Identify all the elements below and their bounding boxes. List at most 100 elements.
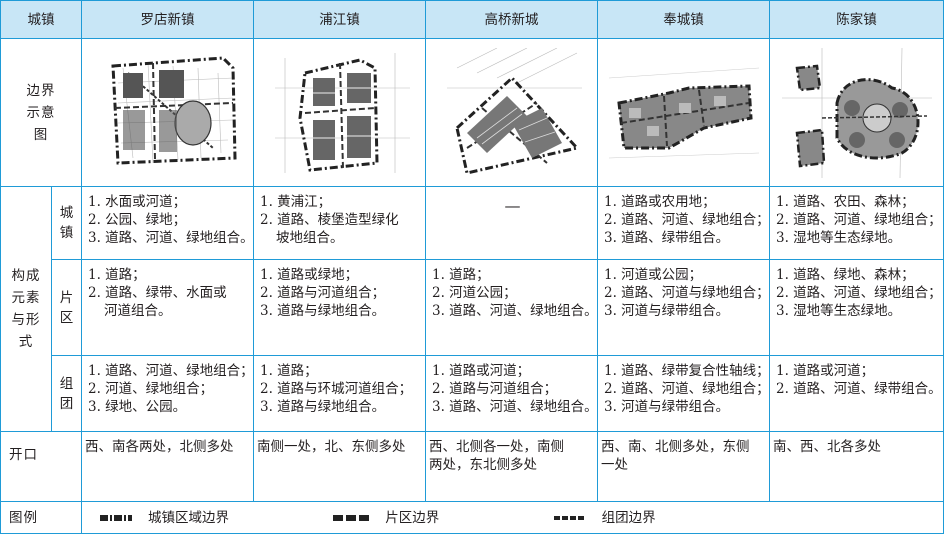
boundary-row-label: 边界示意图 xyxy=(0,38,82,187)
list-item: 西、北侧各一处，南侧 xyxy=(429,439,564,455)
composition-label-text: 构成元素与形式 xyxy=(11,268,41,350)
list-item: 2. 公园、绿地； xyxy=(88,212,187,228)
list-item: 西、南各两处，北侧多处 xyxy=(85,439,234,455)
list-item: 1. 道路； xyxy=(432,267,490,283)
list-item: 1. 道路、河道、绿地组合； xyxy=(88,363,249,379)
district-level-gaoqiao: 1. 道路； 2. 河道公园； 3. 道路、河道、绿地组合。 xyxy=(425,259,598,356)
cluster-boundary-line-icon xyxy=(553,515,584,520)
header-town-gaoqiao: 高桥新城 xyxy=(425,0,598,39)
list-item: 1. 道路、农田、森林； xyxy=(776,194,915,210)
header-town-label: 城镇 xyxy=(0,0,82,39)
header-town-chenjia: 陈家镇 xyxy=(769,0,944,39)
legend-cluster-boundary-label: 组团边界 xyxy=(601,509,656,526)
list-item: 3. 河道与绿带组合。 xyxy=(604,303,730,319)
openings-label-text: 开口 xyxy=(9,447,38,463)
town-level-chenjia: 1. 道路、农田、森林； 2. 道路、河道、绿地组合； 3. 湿地等生态绿地。 xyxy=(769,186,944,260)
openings-fengcheng: 西、南、北侧多处，东侧 一处 xyxy=(597,431,770,502)
map-gaoqiao xyxy=(425,38,598,187)
header-town-luodian: 罗店新镇 xyxy=(81,0,254,39)
list-item: 3. 湿地等生态绿地。 xyxy=(776,230,902,246)
district-level-pujiang: 1. 道路或绿地； 2. 道路与河道组合； 3. 道路与绿地组合。 xyxy=(253,259,426,356)
list-item: 2. 道路、河道、绿地组合； xyxy=(776,285,939,301)
luodian-boundary-map xyxy=(92,47,243,178)
list-item: 1. 道路或河道； xyxy=(776,363,875,379)
legend-row-label: 图例 xyxy=(0,501,82,534)
empty-dash: — xyxy=(504,197,521,215)
list-item: 3. 河道与绿带组合。 xyxy=(604,399,730,415)
list-item: 1. 道路； xyxy=(88,267,146,283)
list-item: 2. 道路、河道与绿地组合； xyxy=(604,285,765,301)
list-item: 2. 道路与河道组合； xyxy=(432,381,558,397)
district-level-chenjia: 1. 道路、绿地、森林； 2. 道路、河道、绿地组合； 3. 湿地等生态绿地。 xyxy=(769,259,944,356)
town-level-fengcheng: 1. 道路或农用地； 2. 道路、河道、绿地组合； 3. 道路、绿带组合。 xyxy=(597,186,770,260)
list-item: 坡地组合。 xyxy=(276,230,344,246)
legend-row: 图例 城镇区域边界 片区边界 xyxy=(0,501,944,534)
district-level-luodian: 1. 道路； 2. 道路、绿带、水面或 河道组合。 xyxy=(81,259,254,356)
list-item: 一处 xyxy=(601,457,628,473)
sub-row-district: 片区 xyxy=(51,259,82,356)
list-item: 1. 黄浦江； xyxy=(260,194,332,210)
boundary-map-row: 边界示意图 xyxy=(0,38,944,187)
list-item: 1. 道路、绿地、森林； xyxy=(776,267,915,283)
list-item: 2. 道路、河道、绿地组合； xyxy=(604,381,765,397)
list-item: 1. 道路或河道； xyxy=(432,363,531,379)
sub-row-cluster: 组团 xyxy=(51,355,82,432)
sub-row-town-text: 城镇 xyxy=(59,205,74,241)
list-item: 3. 绿地、公园。 xyxy=(88,399,187,415)
composition-district-row: 片区 1. 道路； 2. 道路、绿带、水面或 河道组合。 1. 道路或绿地； 2… xyxy=(1,259,944,356)
cluster-level-luodian: 1. 道路、河道、绿地组合； 2. 河道、绿地组合； 3. 绿地、公园。 xyxy=(81,355,254,432)
list-item: 2. 道路、河道、绿带组合。 xyxy=(776,381,939,397)
openings-row-label: 开口 xyxy=(0,431,82,502)
list-item: 2. 道路与环城河道组合； xyxy=(260,381,413,397)
list-item: 3. 道路、河道、绿地组合。 xyxy=(432,399,593,415)
list-item: 两处，东北侧多处 xyxy=(429,457,537,473)
town-boundary-line-icon xyxy=(100,514,132,521)
sub-row-district-text: 片区 xyxy=(59,289,74,326)
cluster-level-gaoqiao: 1. 道路或河道； 2. 道路与河道组合； 3. 道路、河道、绿地组合。 xyxy=(425,355,598,432)
pujiang-boundary-map xyxy=(264,47,415,178)
list-item: 3. 道路、河道、绿地组合。 xyxy=(88,230,249,246)
legend-district-boundary-label: 片区边界 xyxy=(385,509,440,526)
legend-town-boundary: 城镇区域边界 xyxy=(100,509,229,527)
openings-row: 开口 西、南各两处，北侧多处 南侧一处，北、东侧多处 西、北侧各一处，南侧 两处… xyxy=(0,431,944,502)
legend-cluster-boundary: 组团边界 xyxy=(553,509,656,527)
sub-row-cluster-text: 组团 xyxy=(59,375,74,412)
list-item: 3. 道路与绿地组合。 xyxy=(260,399,386,415)
header-row: 城镇 罗店新镇 浦江镇 高桥新城 奉城镇 陈家镇 xyxy=(0,0,944,39)
list-item: 1. 道路或绿地； xyxy=(260,267,359,283)
legend-district-boundary: 片区边界 xyxy=(333,509,439,527)
sub-row-town: 城镇 xyxy=(51,186,82,260)
town-level-pujiang: 1. 黄浦江； 2. 道路、棱堡造型绿化 坡地组合。 xyxy=(253,186,426,260)
list-item: 2. 道路、河道、绿地组合； xyxy=(604,212,765,228)
openings-pujiang: 南侧一处，北、东侧多处 xyxy=(253,431,426,502)
list-item: 南侧一处，北、东侧多处 xyxy=(257,439,406,455)
legend-town-boundary-label: 城镇区域边界 xyxy=(148,509,229,526)
list-item: 1. 道路或农用地； xyxy=(604,194,716,210)
map-fengcheng xyxy=(597,38,770,187)
map-pujiang xyxy=(253,38,426,187)
town-level-gaoqiao: — xyxy=(425,186,598,260)
openings-chenjia: 南、西、北各多处 xyxy=(769,431,944,502)
composition-row-label: 构成元素与形式 xyxy=(0,186,52,432)
list-item: 3. 道路、绿带组合。 xyxy=(604,230,730,246)
list-item: 1. 水面或河道； xyxy=(88,194,187,210)
chenjia-boundary-map xyxy=(781,47,932,178)
list-item: 1. 道路； xyxy=(260,363,318,379)
header-town-fengcheng: 奉城镇 xyxy=(597,0,770,39)
map-chenjia xyxy=(769,38,944,187)
composition-town-row: 构成元素与形式 城镇 1. 水面或河道； 2. 公园、绿地； 3. 道路、河道、… xyxy=(0,186,944,432)
header-town-pujiang: 浦江镇 xyxy=(253,0,426,39)
cluster-level-fengcheng: 1. 道路、绿带复合性轴线； 2. 道路、河道、绿地组合； 3. 河道与绿带组合… xyxy=(597,355,770,432)
list-item: 3. 道路、河道、绿地组合。 xyxy=(432,303,593,319)
district-boundary-line-icon xyxy=(333,514,370,521)
openings-luodian: 西、南各两处，北侧多处 xyxy=(81,431,254,502)
list-item: 2. 道路与河道组合； xyxy=(260,285,386,301)
list-item: 3. 道路与绿地组合。 xyxy=(260,303,386,319)
list-item: 2. 道路、绿带、水面或 xyxy=(88,285,227,301)
town-level-luodian: 1. 水面或河道； 2. 公园、绿地； 3. 道路、河道、绿地组合。 xyxy=(81,186,254,260)
map-luodian xyxy=(81,38,254,187)
list-item: 1. 道路、绿带复合性轴线； xyxy=(604,363,765,379)
gaoqiao-boundary-map xyxy=(436,47,587,178)
list-item: 2. 河道公园； xyxy=(432,285,517,301)
